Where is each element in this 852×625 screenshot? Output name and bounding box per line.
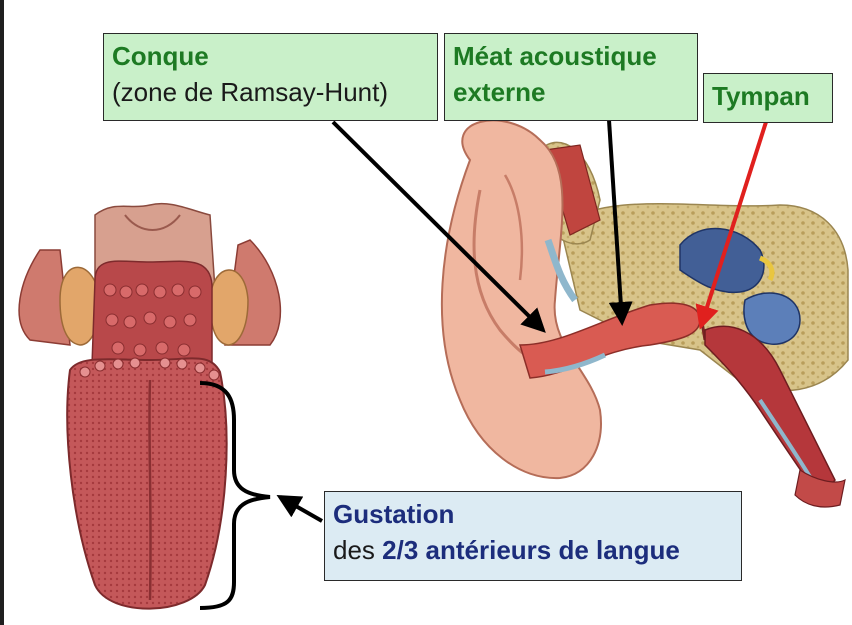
meat-line-2: externe — [453, 77, 546, 107]
gustation-detail: des 2/3 antérieurs de langue — [333, 532, 733, 568]
gustation-arrow — [276, 495, 323, 523]
meat-label-box: Méat acoustique externe — [444, 33, 698, 121]
gustation-label-box: Gustation des 2/3 antérieurs de langue — [324, 491, 742, 581]
conque-arrow — [331, 120, 546, 333]
conque-subtitle: (zone de Ramsay-Hunt) — [112, 77, 388, 107]
ear-cross-section-illustration — [440, 119, 849, 508]
tympan-title: Tympan — [712, 81, 810, 111]
gustation-prefix: des — [333, 535, 383, 565]
slide-edge — [0, 0, 4, 625]
gustation-emphasis: 2/3 antérieurs de langue — [382, 535, 680, 565]
tongue-illustration — [18, 203, 282, 610]
tympan-label-box: Tympan — [703, 73, 833, 123]
gustation-title: Gustation — [333, 499, 455, 529]
anterior-tongue-brace — [199, 381, 271, 610]
conque-title: Conque — [112, 41, 209, 71]
meat-arrow — [607, 119, 633, 326]
conque-label-box: Conque (zone de Ramsay-Hunt) — [103, 33, 438, 121]
meat-line-1: Méat acoustique — [453, 41, 657, 71]
tympan-arrow — [695, 121, 768, 330]
